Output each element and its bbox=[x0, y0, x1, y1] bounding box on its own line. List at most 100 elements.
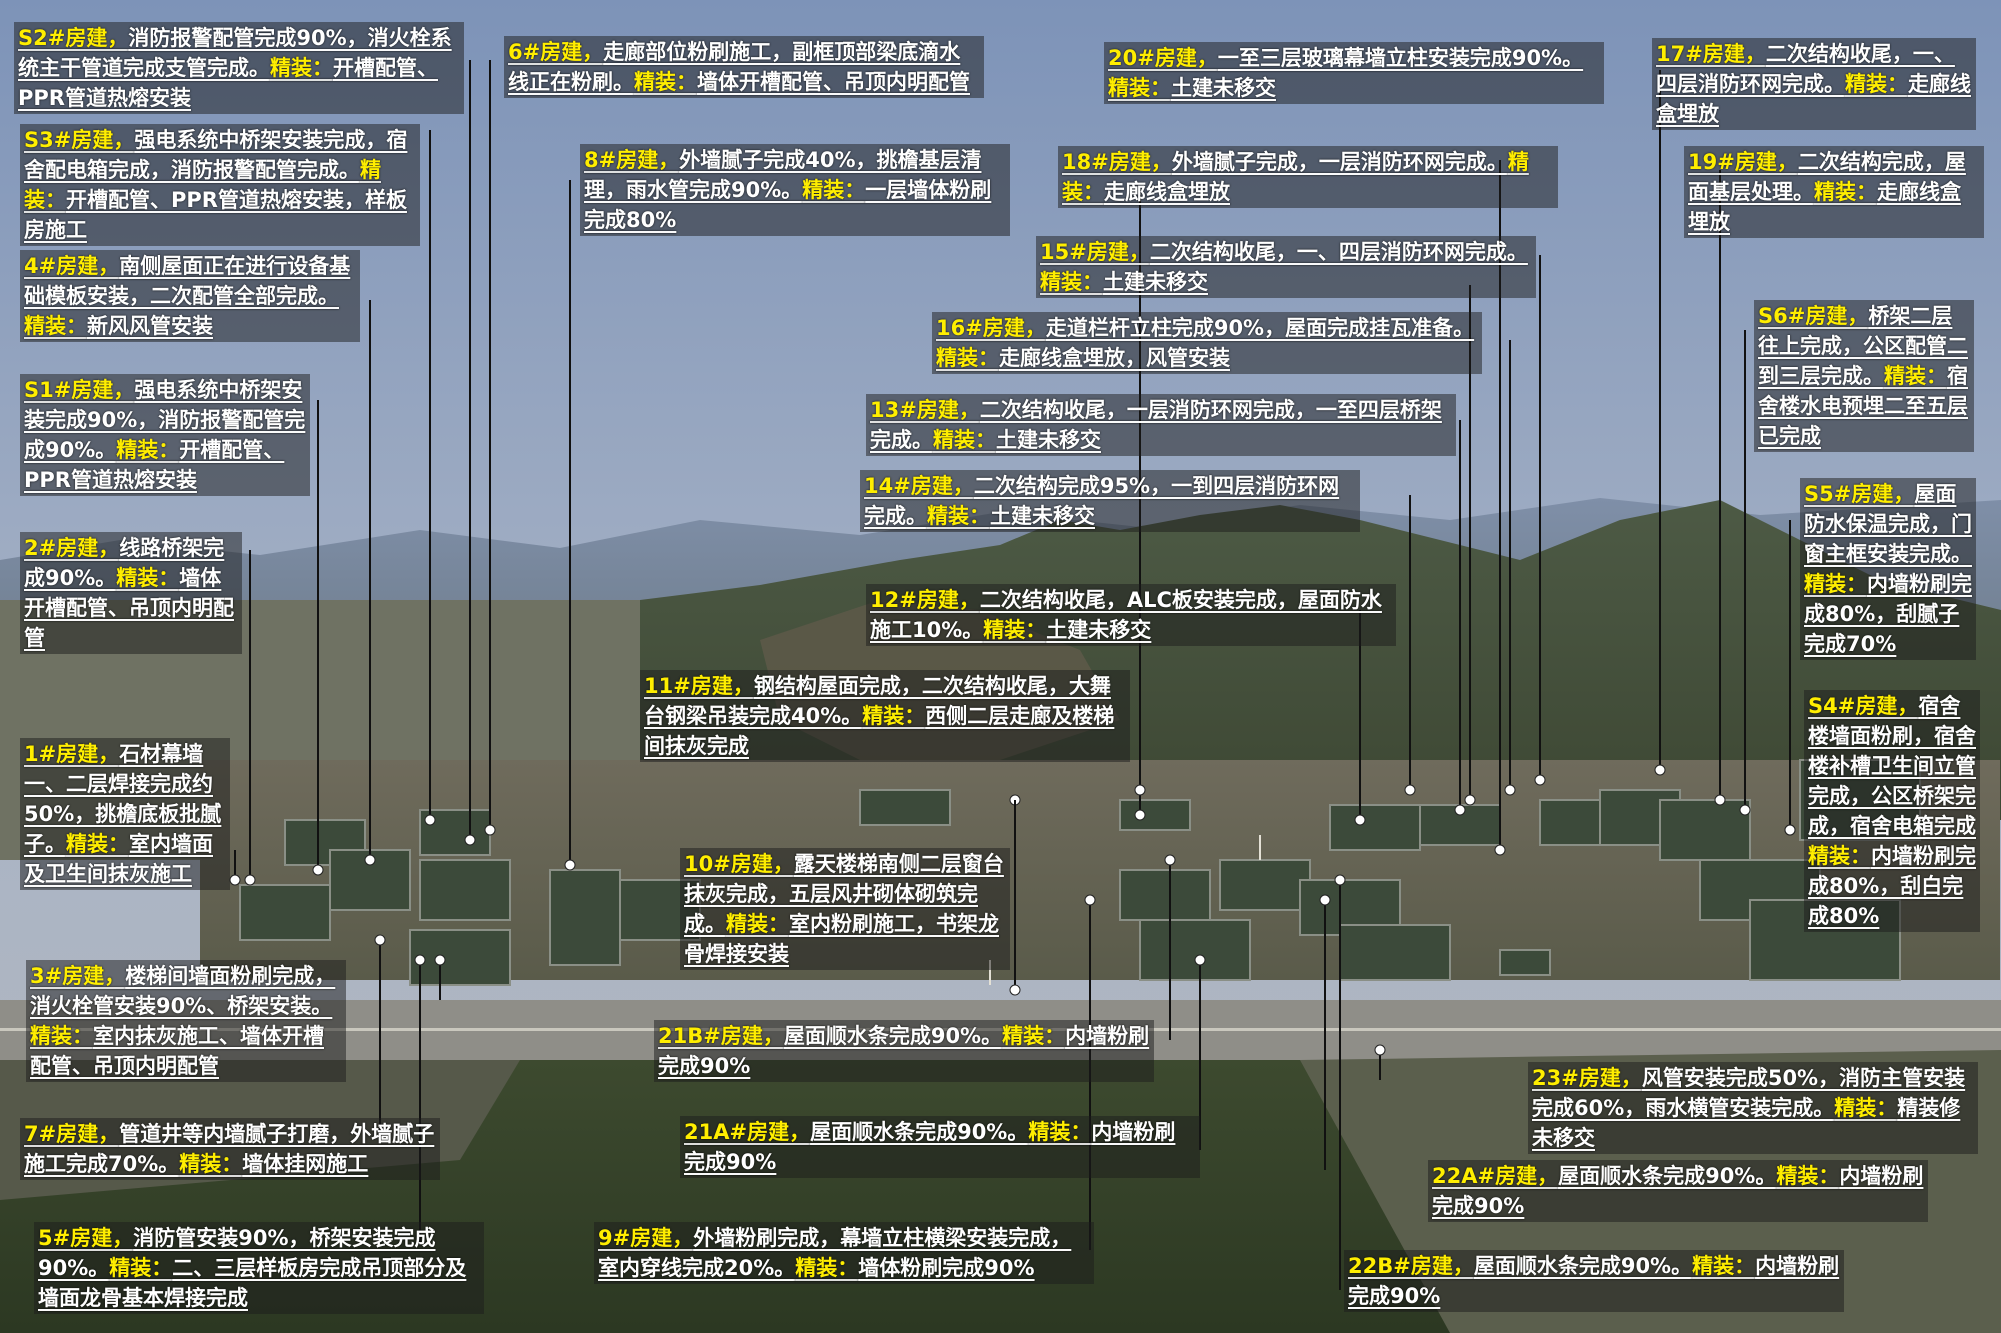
decoration-label: 精装： bbox=[179, 1152, 243, 1176]
decoration-text: 室内抹灰施工、墙体开槽配管、吊顶内明配管 bbox=[30, 1024, 324, 1078]
decoration-label: 精装： bbox=[24, 314, 87, 338]
building-label: 1#房建， bbox=[24, 742, 120, 766]
building-label: S2#房建， bbox=[18, 26, 129, 50]
callout-17: 17#房建，二次结构收尾，一、四层消防环网完成。精装：走廊线盒埋放 bbox=[1652, 38, 1976, 130]
decoration-text: 宿舍楼水电预埋二至五层已完成 bbox=[1758, 364, 1968, 448]
callout-21b: 21B#房建，屋面顺水条完成90%。精装：内墙粉刷完成90% bbox=[654, 1020, 1154, 1082]
decoration-text: 走廊线盒埋放 bbox=[1656, 72, 1971, 126]
callout-22b: 22B#房建，屋面顺水条完成90%。精装：内墙粉刷完成90% bbox=[1344, 1250, 1844, 1312]
callout-2: 2#房建，线路桥架完成90%。精装：墙体开槽配管、吊顶内明配管 bbox=[20, 532, 242, 654]
progress-text: 屋面防水保温完成，门窗主框安装完成。 bbox=[1804, 482, 1972, 566]
decoration-text: 西侧二层走廊及楼梯间抹灰完成 bbox=[644, 704, 1115, 758]
progress-text: 消防报警配管完成90%，消火栓系统主干管道完成支管完成。 bbox=[18, 26, 452, 80]
progress-text: 一至三层玻璃幕墙立柱安装完成90%。 bbox=[1217, 46, 1584, 70]
decoration-text: 土建未移交 bbox=[1046, 618, 1152, 642]
callout-s3: S3#房建，强电系统中桥架安装完成，宿舍配电箱完成，消防报警配管完成。精装：开槽… bbox=[20, 124, 420, 246]
progress-text: 石材幕墙一、二层焊接完成约50%，挑檐底板批腻子。 bbox=[24, 742, 222, 856]
decoration-label: 精装： bbox=[1108, 76, 1171, 100]
decoration-text: 墙体开槽配管、吊顶内明配管 bbox=[24, 566, 234, 650]
building-label: S4#房建， bbox=[1808, 694, 1919, 718]
building-label: S3#房建， bbox=[24, 128, 135, 152]
building-label: 15#房建， bbox=[1040, 240, 1150, 264]
decoration-text: 内墙粉刷完成90% bbox=[1348, 1254, 1840, 1308]
decoration-text: 墙体挂网施工 bbox=[242, 1152, 369, 1176]
callout-s6: S6#房建，桥架二层往上完成，公区配管二到三层完成。精装：宿舍楼水电预埋二至五层… bbox=[1754, 300, 1974, 452]
decoration-label: 精装： bbox=[24, 158, 381, 212]
callout-s2: S2#房建，消防报警配管完成90%，消火栓系统主干管道完成支管完成。精装：开槽配… bbox=[14, 22, 464, 114]
building-label: S6#房建， bbox=[1758, 304, 1869, 328]
callout-22a: 22A#房建，屋面顺水条完成90%。精装：内墙粉刷完成90% bbox=[1428, 1160, 1928, 1222]
progress-text: 线路桥架完成90%。 bbox=[24, 536, 225, 590]
progress-text: 钢结构屋面完成，二次结构收尾，大舞台钢梁吊装完成40%。 bbox=[644, 674, 1111, 728]
progress-text: 走道栏杆立柱完成90%，屋面完成挂瓦准备。 bbox=[1045, 316, 1475, 340]
building-label: 19#房建， bbox=[1688, 150, 1798, 174]
progress-text: 外墙腻子完成，一层消防环网完成。 bbox=[1171, 150, 1508, 174]
callout-3: 3#房建，楼梯间墙面粉刷完成，消火栓管安装90%、桥架安装。精装：室内抹灰施工、… bbox=[26, 960, 346, 1082]
building-label: 8#房建， bbox=[584, 148, 680, 172]
decoration-text: 内墙粉刷完成90% bbox=[658, 1024, 1150, 1078]
decoration-label: 精装： bbox=[983, 618, 1047, 642]
callout-20: 20#房建，一至三层玻璃幕墙立柱安装完成90%。精装：土建未移交 bbox=[1104, 42, 1604, 104]
progress-text: 二次结构收尾，ALC板安装完成，屋面防水施工10%。 bbox=[870, 588, 1382, 642]
decoration-label: 精装： bbox=[1776, 1164, 1840, 1188]
callout-1: 1#房建，石材幕墙一、二层焊接完成约50%，挑檐底板批腻子。精装：室内墙面及卫生… bbox=[20, 738, 230, 890]
progress-text: 屋面顺水条完成90%。 bbox=[1473, 1254, 1693, 1278]
decoration-text: 内墙粉刷完成80%，刮白完成80% bbox=[1808, 844, 1976, 928]
decoration-text: 走廊线盒埋放，风管安装 bbox=[999, 346, 1230, 370]
decoration-text: 开槽配管、PPR管道热熔安装 bbox=[18, 56, 438, 110]
building-label: 20#房建， bbox=[1108, 46, 1218, 70]
decoration-text: 新风风管安装 bbox=[87, 314, 213, 338]
progress-text: 二次结构收尾，一、四层消防环网完成。 bbox=[1149, 240, 1528, 264]
decoration-label: 精装： bbox=[933, 428, 996, 452]
decoration-label: 精装： bbox=[1808, 844, 1871, 868]
progress-text: 走廊部位粉刷施工，副框顶部梁底滴水线正在粉刷。 bbox=[508, 40, 961, 94]
progress-text: 强电系统中桥架安装完成，宿舍配电箱完成，消防报警配管完成。 bbox=[24, 128, 408, 182]
progress-text: 外墙腻子完成40%，挑檐基层清理，雨水管完成90%。 bbox=[584, 148, 982, 202]
callout-8: 8#房建，外墙腻子完成40%，挑檐基层清理，雨水管完成90%。精装：一层墙体粉刷… bbox=[580, 144, 1010, 236]
callout-14: 14#房建，二次结构完成95%，一到四层消防环网完成。精装：土建未移交 bbox=[860, 470, 1360, 532]
progress-text: 桥架二层往上完成，公区配管二到三层完成。 bbox=[1758, 304, 1968, 388]
building-label: 21B#房建， bbox=[658, 1024, 784, 1048]
decoration-text: 墙体开槽配管、吊顶内明配管 bbox=[697, 70, 970, 94]
decoration-label: 精装： bbox=[862, 704, 926, 728]
callout-s4: S4#房建，宿舍楼墙面粉刷，宿舍楼补槽卫生间立管完成，公区桥架完成，宿舍电箱完成… bbox=[1804, 690, 1980, 932]
callout-11: 11#房建，钢结构屋面完成，二次结构收尾，大舞台钢梁吊装完成40%。精装：西侧二… bbox=[640, 670, 1130, 762]
callout-9: 9#房建，外墙粉刷完成，幕墙立柱横梁安装完成，室内穿线完成20%。精装：墙体粉刷… bbox=[594, 1222, 1094, 1284]
progress-text: 二次结构完成95%，一到四层消防环网完成。 bbox=[864, 474, 1340, 528]
callout-6: 6#房建，走廊部位粉刷施工，副框顶部梁底滴水线正在粉刷。精装：墙体开槽配管、吊顶… bbox=[504, 36, 984, 98]
decoration-text: 二、三层样板房完成吊顶部分及墙面龙骨基本焊接完成 bbox=[38, 1256, 467, 1310]
decoration-label: 精装： bbox=[1845, 72, 1908, 96]
decoration-label: 精装： bbox=[1692, 1254, 1756, 1278]
progress-text: 二次结构完成，屋面基层处理。 bbox=[1688, 150, 1966, 204]
decoration-label: 精装： bbox=[927, 504, 990, 528]
callout-4: 4#房建，南侧屋面正在进行设备基础模板安装，二次配管全部完成。精装：新风风管安装 bbox=[20, 250, 360, 342]
decoration-text: 内墙粉刷完成90% bbox=[684, 1120, 1176, 1174]
decoration-text: 土建未移交 bbox=[996, 428, 1101, 452]
decoration-label: 精装： bbox=[936, 346, 999, 370]
callout-5: 5#房建，消防管安装90%，桥架安装完成90%。精装：二、三层样板房完成吊顶部分… bbox=[34, 1222, 484, 1314]
progress-text: 消防管安装90%，桥架安装完成90%。 bbox=[38, 1226, 436, 1280]
callout-18: 18#房建，外墙腻子完成，一层消防环网完成。精装：走廊线盒埋放 bbox=[1058, 146, 1558, 208]
decoration-label: 精装： bbox=[30, 1024, 93, 1048]
callout-12: 12#房建，二次结构收尾，ALC板安装完成，屋面防水施工10%。精装：土建未移交 bbox=[866, 584, 1396, 646]
building-label: 11#房建， bbox=[644, 674, 754, 698]
decoration-text: 精装修未移交 bbox=[1532, 1096, 1961, 1150]
decoration-label: 精装： bbox=[1884, 364, 1947, 388]
progress-text: 管道井等内墙腻子打磨，外墙腻子施工完成70%。 bbox=[24, 1122, 435, 1176]
progress-text: 南侧屋面正在进行设备基础模板安装，二次配管全部完成。 bbox=[24, 254, 351, 308]
building-label: 13#房建， bbox=[870, 398, 980, 422]
decoration-text: 土建未移交 bbox=[990, 504, 1095, 528]
decoration-label: 精装： bbox=[1804, 572, 1867, 596]
building-label: S1#房建， bbox=[24, 378, 135, 402]
progress-text: 风管安装完成50%，消防主管安装完成60%，雨水横管安装完成。 bbox=[1532, 1066, 1966, 1120]
building-label: 3#房建， bbox=[30, 964, 126, 988]
decoration-text: 走廊线盒埋放 bbox=[1104, 180, 1230, 204]
decoration-label: 精装： bbox=[1028, 1120, 1092, 1144]
decoration-label: 精装： bbox=[1062, 150, 1529, 204]
callout-15: 15#房建，二次结构收尾，一、四层消防环网完成。精装：土建未移交 bbox=[1036, 236, 1536, 298]
callout-s1: S1#房建，强电系统中桥架安装完成90%，消防报警配管完成90%。精装：开槽配管… bbox=[20, 374, 310, 496]
progress-text: 外墙粉刷完成，幕墙立柱横梁安装完成，室内穿线完成20%。 bbox=[598, 1226, 1072, 1280]
building-label: 6#房建， bbox=[508, 40, 604, 64]
decoration-text: 开槽配管、PPR管道热熔安装 bbox=[24, 438, 285, 492]
decoration-text: 室内墙面及卫生间抹灰施工 bbox=[24, 832, 213, 886]
